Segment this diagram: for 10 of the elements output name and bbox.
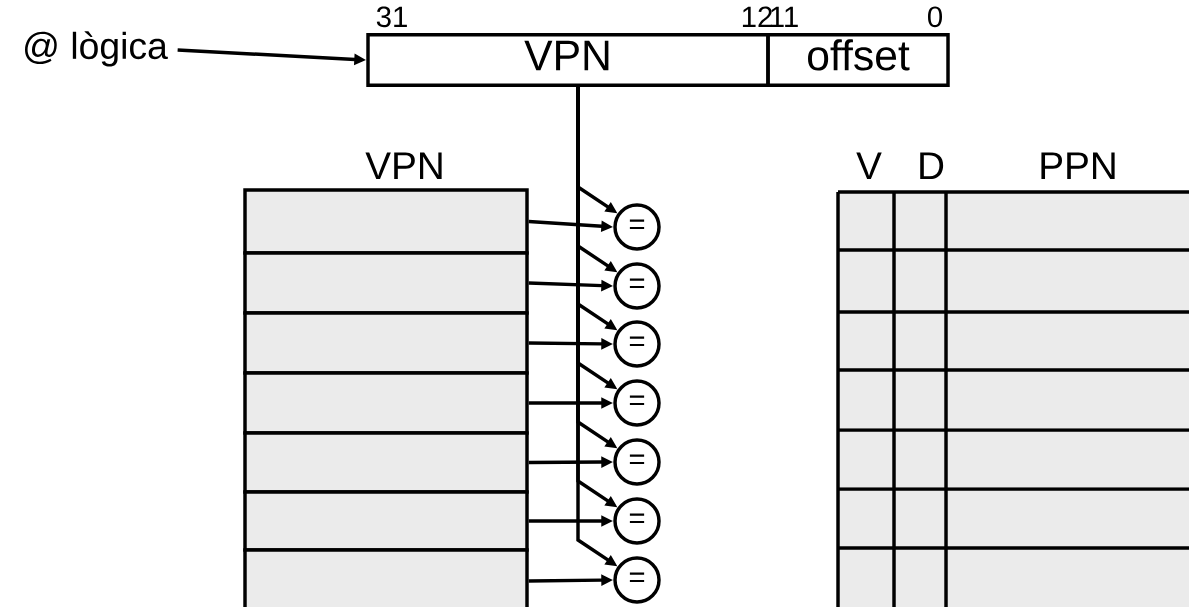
column-header: D (920, 152, 944, 180)
column-header: V (856, 152, 882, 180)
column-header: PPN (1041, 152, 1115, 180)
address-label: @ lògica (25, 31, 168, 67)
bit-number: 11 (771, 6, 798, 27)
column-header: VPN (365, 152, 442, 180)
address-field: VPN (366, 32, 770, 88)
address-field: offset (766, 32, 950, 88)
table-row (243, 548, 529, 607)
bit-number: 12 (742, 6, 772, 27)
